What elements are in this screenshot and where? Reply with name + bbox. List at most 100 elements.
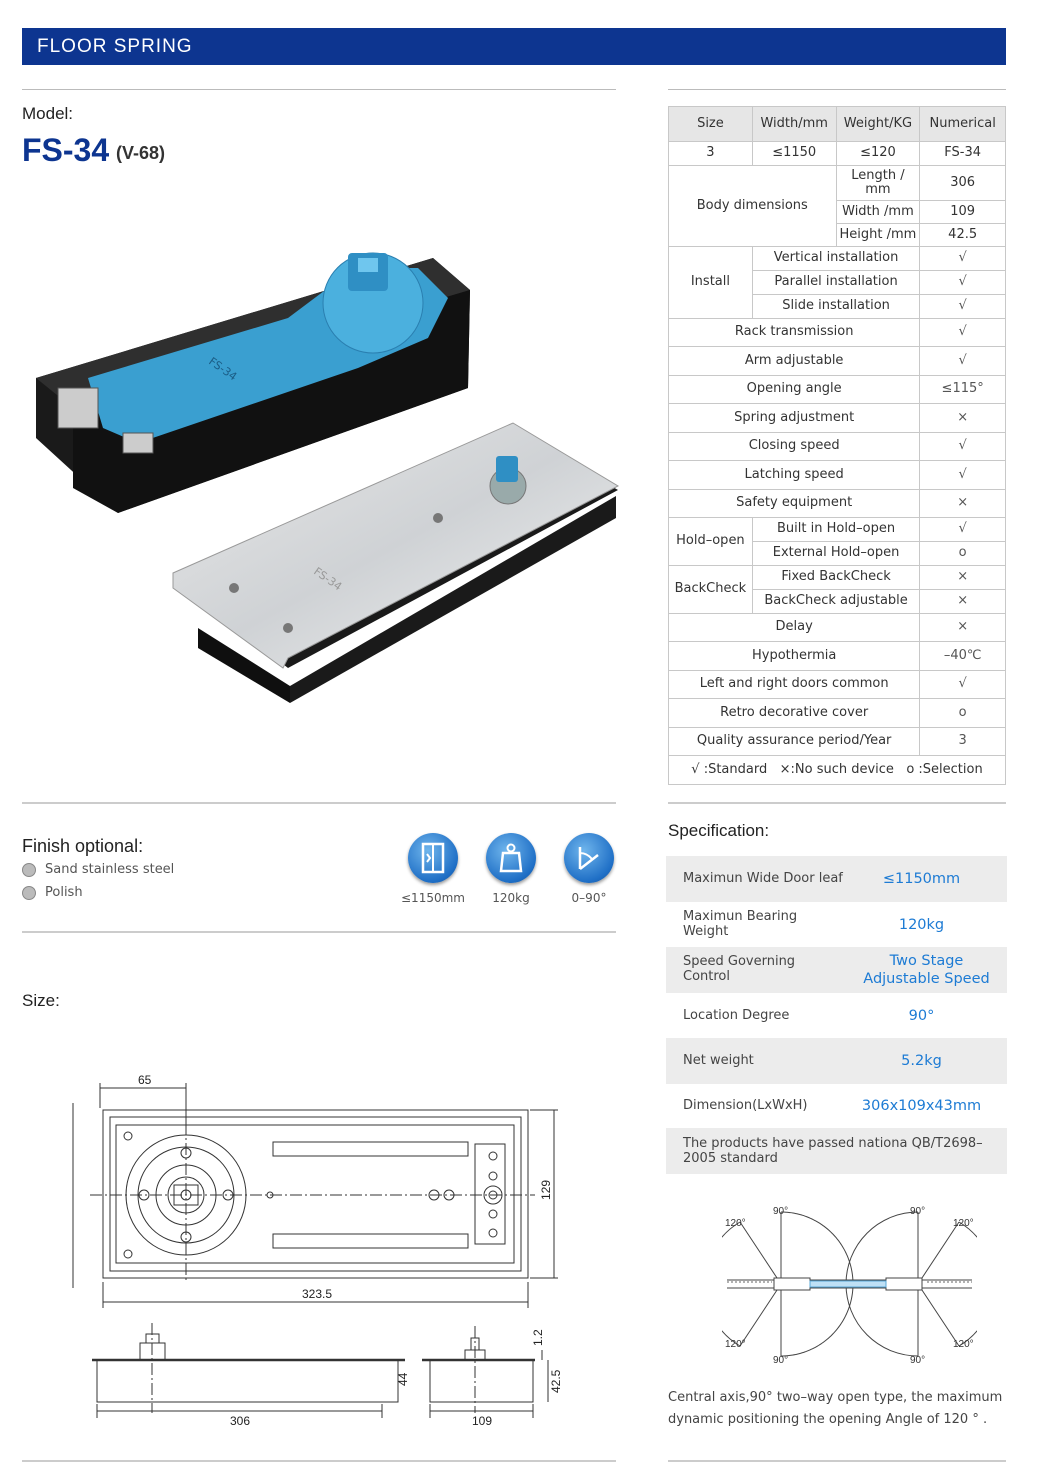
table-cell: √ bbox=[919, 318, 1006, 347]
spec-row: Maximun Wide Door leaf≤1150mm bbox=[666, 856, 1007, 902]
table-cell: Hypothermia bbox=[667, 641, 921, 671]
table-cell: ≤1150 bbox=[751, 141, 837, 166]
table-cell: Closing speed bbox=[667, 432, 921, 461]
table-cell: × bbox=[919, 403, 1006, 433]
table-header: Weight/KG bbox=[835, 106, 921, 142]
feature-badge-weight: 120kg bbox=[484, 833, 538, 905]
size-title: Size: bbox=[22, 991, 60, 1010]
feature-badge-width: ≤1150mm bbox=[401, 833, 465, 905]
finish-title: Finish optional: bbox=[22, 836, 144, 856]
dim-44: 44 bbox=[396, 1372, 410, 1386]
table-cell: Fixed BackCheck bbox=[751, 565, 921, 590]
table-row: BackCheck Fixed BackCheck × bbox=[668, 565, 1006, 614]
radio-dot-icon bbox=[22, 862, 36, 877]
divider bbox=[22, 802, 616, 804]
finish-option-label: Polish bbox=[45, 885, 83, 900]
dimension-drawing: 65 129 323.5 306 44 1.2 42.5 109 bbox=[72, 1073, 563, 1428]
table-cell: Vertical installation bbox=[751, 246, 921, 271]
spec-key: Dimension(LxWxH) bbox=[683, 1097, 808, 1113]
table-cell: Arm adjustable bbox=[667, 346, 921, 376]
model-code: FS-34 bbox=[22, 132, 110, 168]
table-cell: √ bbox=[919, 246, 1006, 271]
table-header: Size bbox=[668, 106, 753, 142]
table-header: Numerical bbox=[919, 106, 1006, 142]
table-cell: Height /mm bbox=[835, 223, 921, 247]
table-header: Width/mm bbox=[751, 106, 837, 142]
opening-angle-diagram: 90° 120° 120° 90° 90° 120° 120° 90° bbox=[722, 1206, 977, 1366]
table-row: Opening angle≤115° bbox=[667, 375, 1006, 404]
table-row: Left and right doors common√ bbox=[667, 670, 1006, 699]
table-cell: Rack transmission bbox=[667, 318, 921, 347]
table-row: Hold–open Built in Hold–open √ bbox=[668, 517, 1006, 566]
spec-value: Two Stage Adjustable Speed bbox=[863, 952, 990, 987]
angle-icon bbox=[564, 833, 614, 883]
diagram-caption: Central axis,90° two–way open type, the … bbox=[668, 1390, 1003, 1428]
table-cell: –40℃ bbox=[919, 641, 1006, 671]
table-row: Safety equipment× bbox=[667, 489, 1006, 518]
door-width-icon bbox=[408, 833, 458, 883]
divider bbox=[668, 1460, 1006, 1462]
spec-table: Size Width/mm Weight/KG Numerical 3 ≤115… bbox=[667, 106, 1006, 785]
table-row: Delay× bbox=[667, 613, 1006, 642]
table-row: Closing speed√ bbox=[667, 432, 1006, 461]
standard-note: The products have passed nationa QB/T269… bbox=[666, 1128, 1007, 1174]
table-cell: 306 bbox=[919, 165, 1006, 201]
table-cell: Parallel installation bbox=[751, 270, 921, 295]
angle-label: 90° bbox=[910, 1206, 925, 1217]
table-cell: Quality assurance period/Year bbox=[667, 727, 921, 756]
table-cell: 42.5 bbox=[919, 223, 1006, 247]
dim-1-2: 1.2 bbox=[531, 1329, 545, 1346]
table-cell: Left and right doors common bbox=[667, 670, 921, 699]
angle-label: 90° bbox=[773, 1355, 788, 1366]
table-cell: Retro decorative cover bbox=[667, 698, 921, 728]
weight-icon bbox=[486, 833, 536, 883]
table-cell: × bbox=[919, 565, 1006, 590]
table-cell: BackCheck adjustable bbox=[751, 589, 921, 614]
spec-value: 306x109x43mm bbox=[861, 1097, 982, 1114]
table-row: Height /mm 42.5 bbox=[669, 223, 1006, 247]
finish-option: Polish bbox=[22, 885, 83, 900]
angle-label: 120° bbox=[725, 1218, 746, 1229]
table-cell: √ bbox=[919, 294, 1006, 319]
angle-label: 120° bbox=[725, 1339, 746, 1350]
dim-323-5: 323.5 bbox=[302, 1287, 332, 1301]
table-cell: × bbox=[919, 489, 1006, 518]
table-cell: Spring adjustment bbox=[667, 403, 921, 433]
spec-key: Location Degree bbox=[683, 1007, 790, 1023]
table-cell: √ bbox=[919, 346, 1006, 376]
table-group-label: Hold–open bbox=[668, 517, 753, 566]
spec-key: Net weight bbox=[683, 1052, 754, 1068]
table-cell: √ bbox=[919, 270, 1006, 295]
table-row: BackCheck adjustable × bbox=[669, 589, 1006, 614]
table-legend: √ :Standard ×:No such device o :Selectio… bbox=[668, 755, 1006, 785]
radio-dot-icon bbox=[22, 885, 36, 900]
angle-label: 90° bbox=[773, 1206, 788, 1217]
table-cell: Opening angle bbox=[667, 375, 921, 404]
table-cell: External Hold–open bbox=[751, 541, 921, 566]
model-label: Model: bbox=[22, 104, 74, 123]
spec-key: Maximun Bearing Weight bbox=[683, 909, 798, 939]
table-cell: ≤120 bbox=[835, 141, 921, 166]
angle-label: 90° bbox=[910, 1355, 925, 1366]
divider bbox=[22, 931, 616, 933]
finish-option: Sand stainless steel bbox=[22, 862, 174, 877]
table-row: External Hold–open o bbox=[669, 541, 1006, 566]
table-row: Arm adjustable√ bbox=[667, 346, 1006, 376]
table-row: Spring adjustment× bbox=[667, 403, 1006, 433]
table-cell: ≤115° bbox=[919, 375, 1006, 404]
angle-label: 120° bbox=[953, 1339, 974, 1350]
table-row: Hypothermia–40℃ bbox=[667, 641, 1006, 671]
table-cell: × bbox=[919, 613, 1006, 642]
page-banner: FLOOR SPRING bbox=[22, 28, 1006, 65]
table-group-label: Body dimensions bbox=[668, 165, 837, 247]
table-cell: Length / mm bbox=[835, 165, 921, 201]
table-row: 3 ≤1150 ≤120 FS-34 bbox=[668, 141, 1006, 166]
table-cell: Slide installation bbox=[751, 294, 921, 319]
model-variant: (V-68) bbox=[116, 143, 166, 163]
